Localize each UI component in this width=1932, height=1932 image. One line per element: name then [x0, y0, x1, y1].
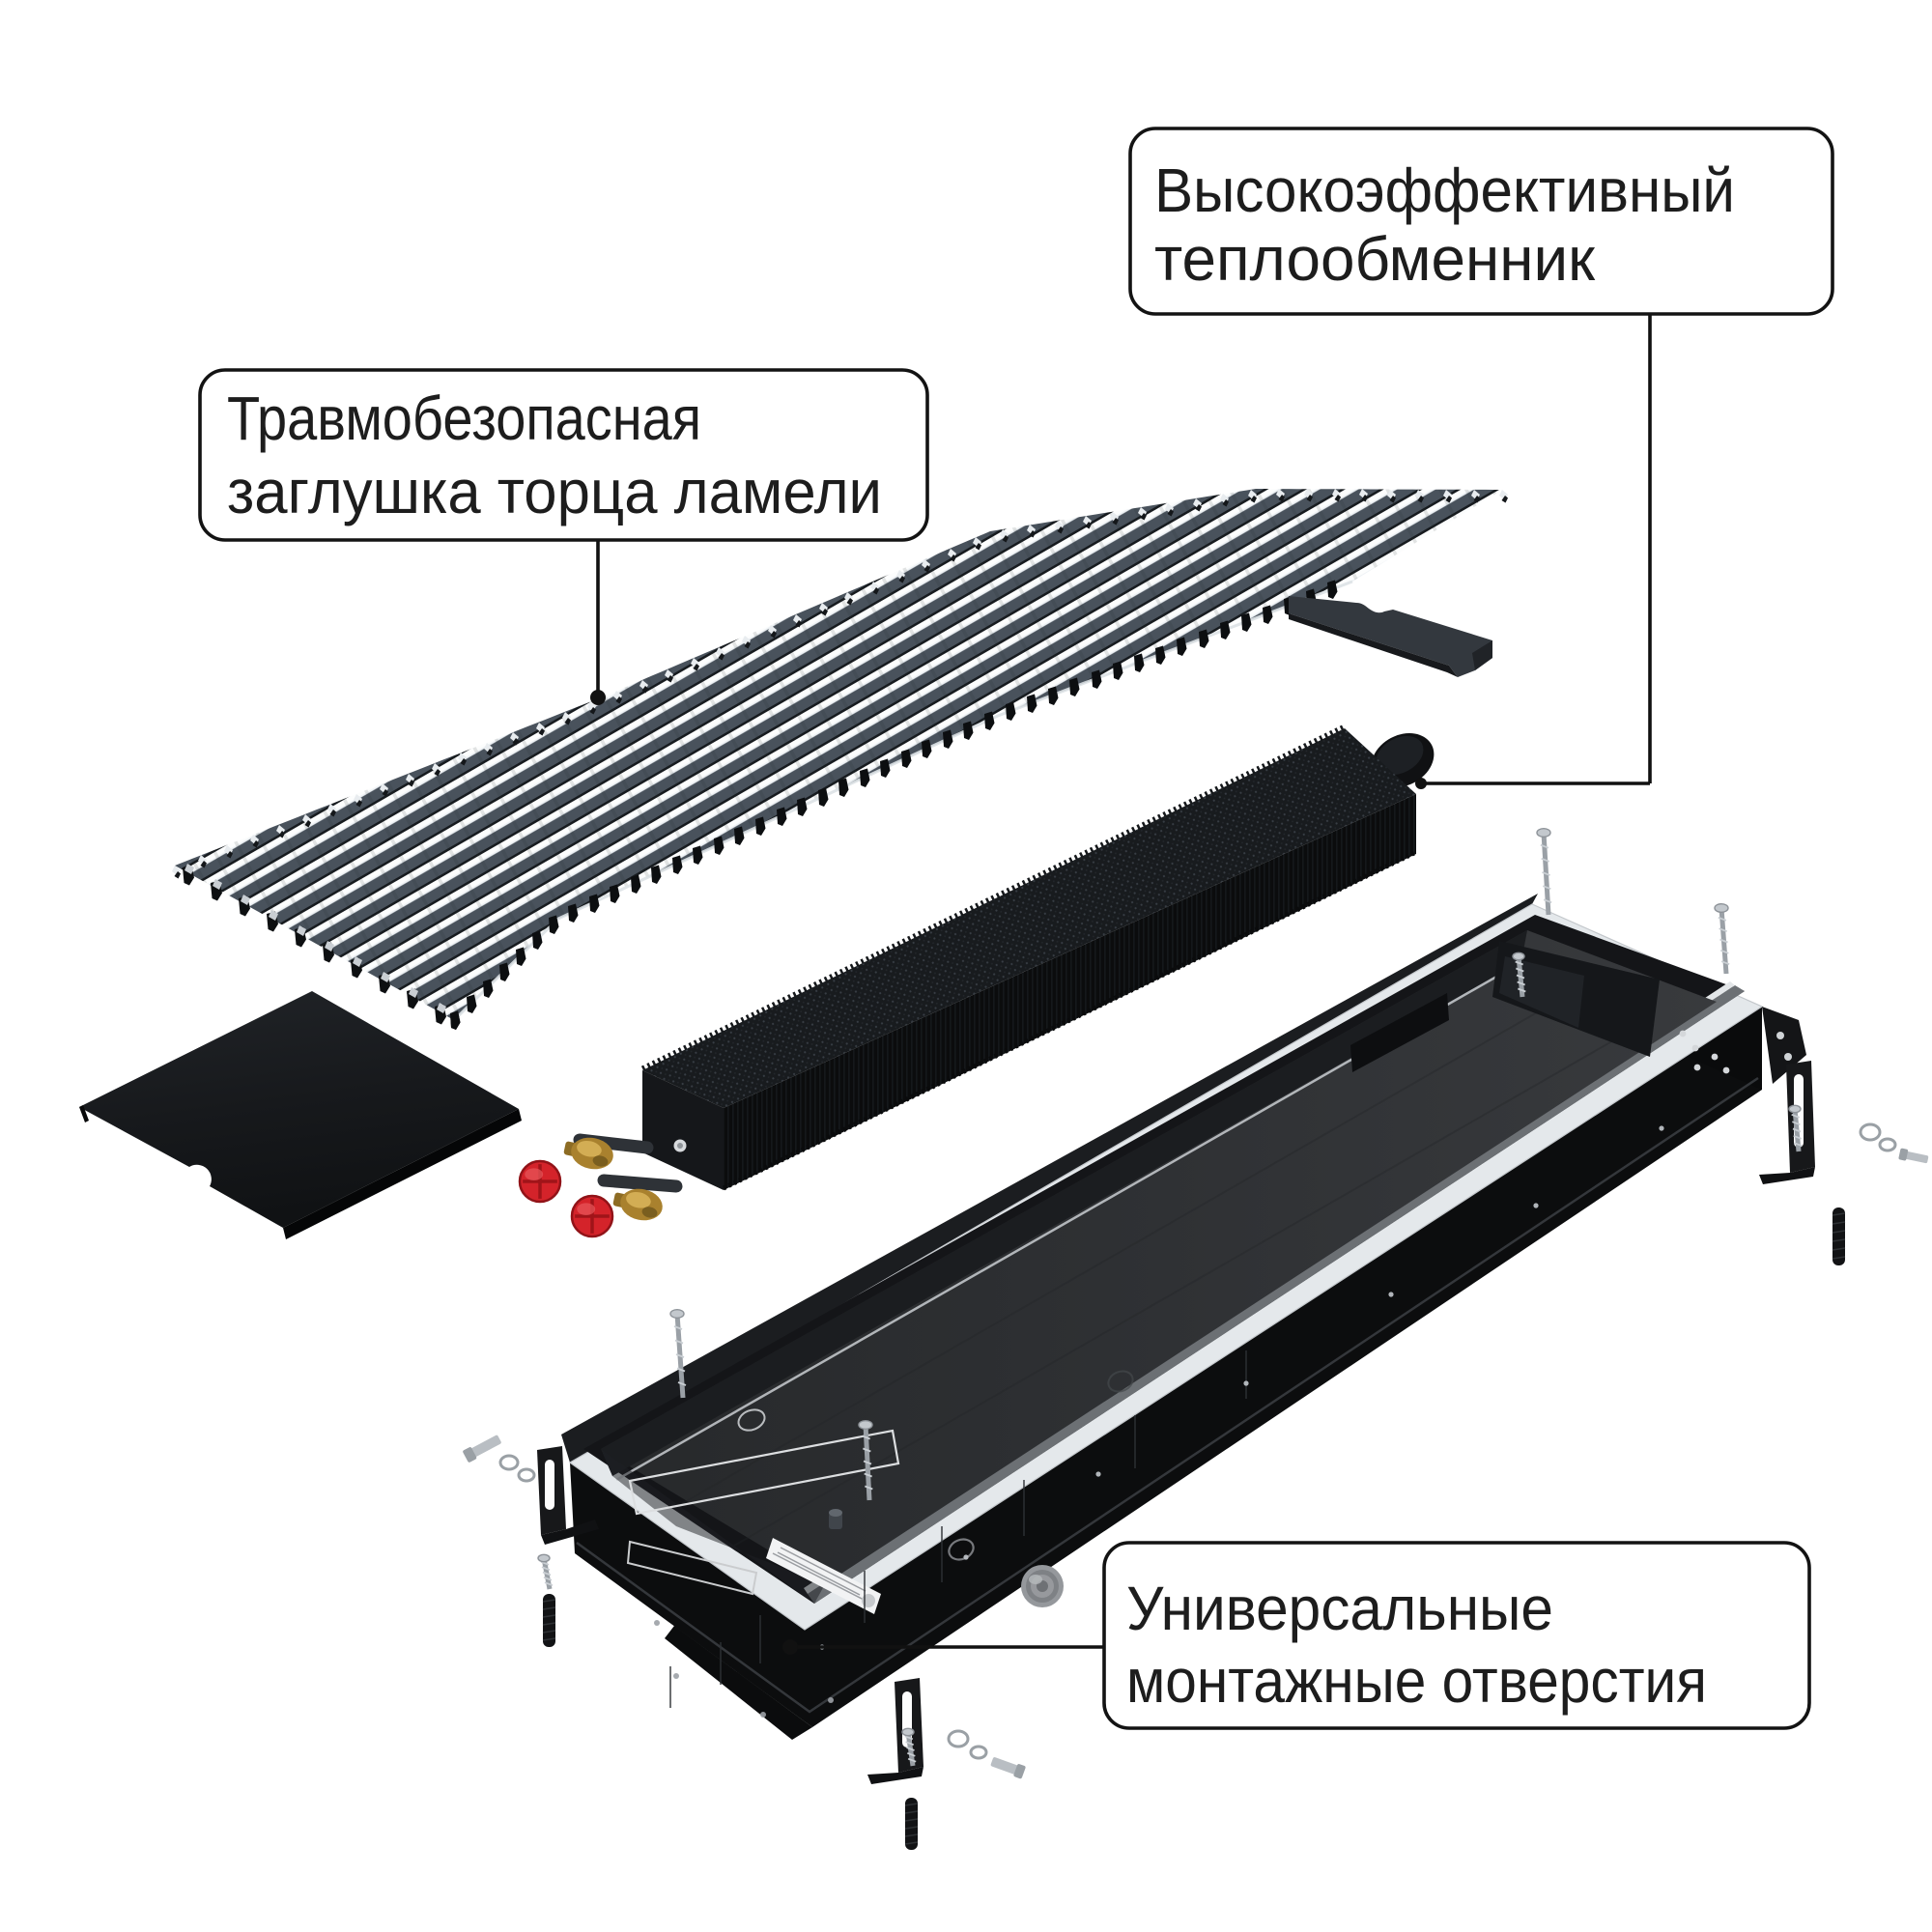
svg-text:Высокоэффективный: Высокоэффективный — [1154, 156, 1735, 225]
svg-text:заглушка торца ламели: заглушка торца ламели — [227, 457, 882, 526]
svg-text:Универсальные: Универсальные — [1126, 1574, 1553, 1643]
svg-text:теплообменник: теплообменник — [1154, 224, 1596, 294]
svg-text:Травмобезопасная: Травмобезопасная — [227, 384, 701, 453]
svg-text:монтажные отверстия: монтажные отверстия — [1126, 1646, 1707, 1716]
